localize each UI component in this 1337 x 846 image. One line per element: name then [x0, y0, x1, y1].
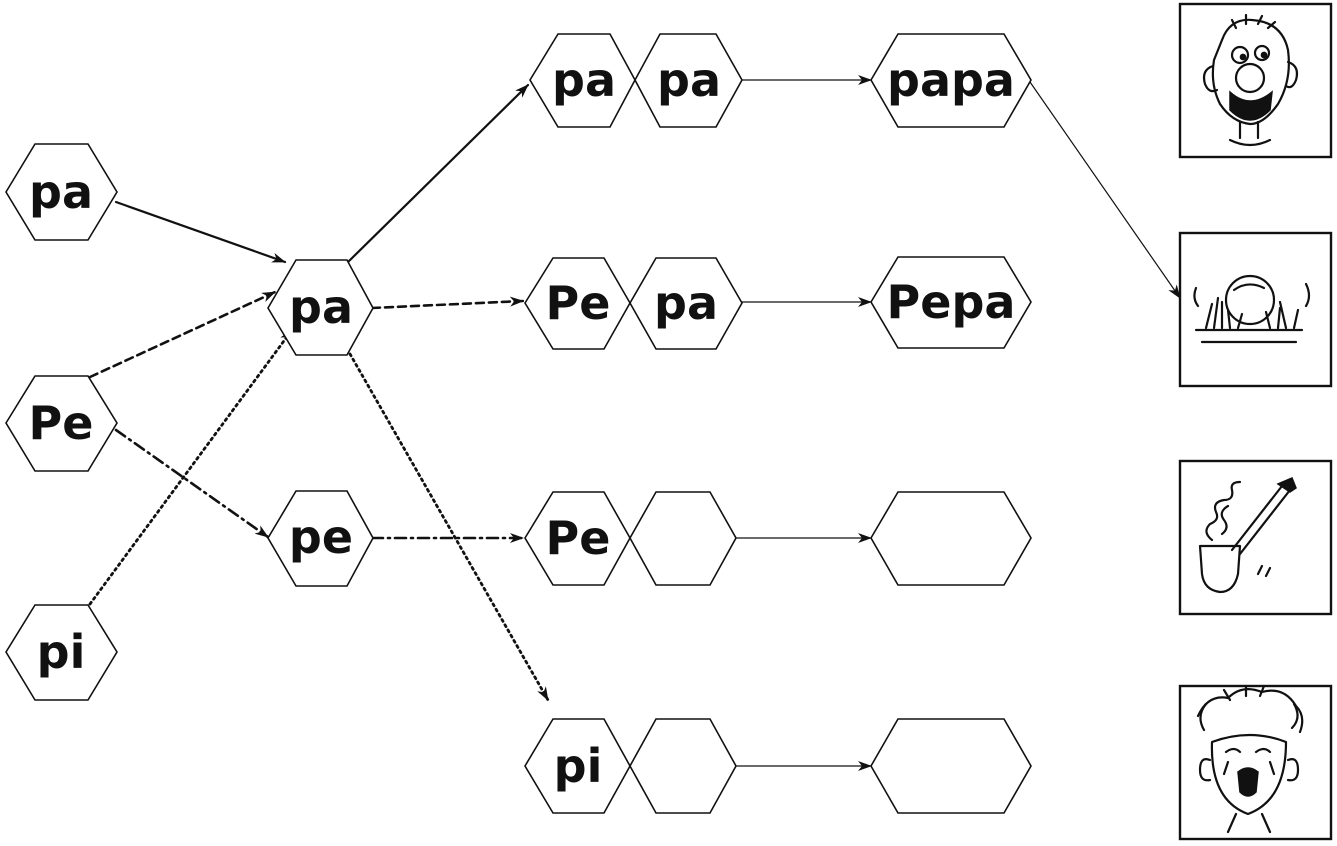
- row3-first-label: Pe: [546, 511, 611, 565]
- connector-hub-pa-to-row2: [370, 296, 525, 310]
- row1-result-label: papa: [887, 53, 1015, 107]
- row4-second-hex: [629, 718, 737, 814]
- input-hex-pa: pa: [5, 143, 118, 241]
- row2-first-label: Pe: [546, 276, 611, 330]
- row3-second-hex: [629, 491, 737, 586]
- row4-result-hex: [870, 718, 1032, 814]
- hub-label-pa: pa: [289, 280, 353, 334]
- input-hex-pi: pi: [5, 604, 118, 701]
- word-row-2: Pe pa Pepa: [524, 256, 1032, 350]
- connector-papa-to-picture: [1029, 81, 1181, 299]
- picture-card-4: [1178, 684, 1333, 841]
- input-label-pi: pi: [37, 625, 86, 679]
- crying-child-face-icon: [1196, 684, 1304, 834]
- hub-syllables: pa pe: [267, 259, 374, 587]
- word-row-4: pi: [524, 718, 1032, 814]
- smoking-pipe-icon: [1198, 477, 1297, 594]
- picture-cards: [1178, 2, 1333, 841]
- word-row-3: Pe: [524, 491, 1032, 586]
- hub-label-pe: pe: [289, 510, 353, 564]
- connector-pe-to-hub-pa: [88, 290, 277, 379]
- picture-card-1: [1178, 2, 1333, 159]
- row2-second-label: pa: [654, 276, 718, 330]
- input-label-pa: pa: [29, 165, 93, 219]
- row2-result-label: Pepa: [887, 275, 1016, 329]
- input-syllables: pa Pe pi: [5, 143, 118, 701]
- input-label-pe: Pe: [29, 396, 94, 450]
- connector-pi-to-hub-pa: [88, 328, 294, 606]
- connector-pa-to-hub-pa: [114, 200, 287, 264]
- word-row-1: pa pa papa: [529, 33, 1032, 128]
- picture-card-2: [1178, 231, 1333, 388]
- row2-second-hex: [629, 257, 743, 350]
- bearded-man-face-icon: [1202, 13, 1299, 147]
- row1-second-label: pa: [657, 53, 721, 107]
- row2-result-hex: [870, 256, 1032, 349]
- row4-first-label: pi: [554, 739, 603, 793]
- connectors: [88, 75, 1181, 771]
- picture-card-3: [1178, 459, 1333, 616]
- ball-in-grass-icon: [1193, 274, 1311, 344]
- input-hex-pe: Pe: [5, 375, 118, 472]
- hub-hex-pa: pa: [267, 259, 374, 356]
- row3-result-hex: [870, 491, 1032, 586]
- row1-result-hex: [870, 33, 1032, 128]
- row1-first-label: pa: [552, 53, 616, 107]
- connector-hub-pa-to-row1: [346, 83, 530, 264]
- row1-second-hex: [634, 33, 743, 128]
- connector-hub-pa-to-row4: [348, 352, 550, 702]
- hub-hex-pe: pe: [267, 490, 374, 587]
- connector-pe-to-hub-pe: [114, 428, 270, 539]
